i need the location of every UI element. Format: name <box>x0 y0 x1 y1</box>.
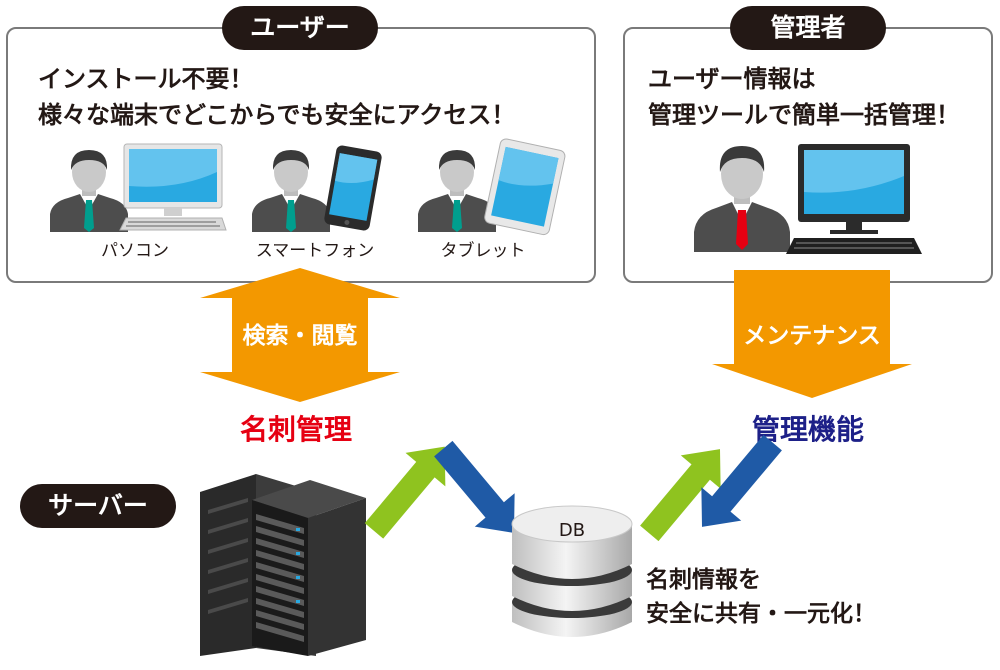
server-badge: サーバー <box>20 484 176 528</box>
admin-pc-icon <box>786 144 922 254</box>
database-icon <box>511 505 633 637</box>
device-label-pc: パソコン <box>101 241 169 261</box>
user-person-icon <box>418 150 496 232</box>
meishi-to-db-arrows <box>364 440 515 539</box>
server-rack-icon <box>200 474 366 656</box>
user-person-icon <box>50 150 128 232</box>
user-headline-1: インストール不要！ <box>38 65 254 93</box>
tablet-icon <box>484 138 566 236</box>
user-headline-2: 様々な端末でどこからでも安全にアクセス！ <box>38 101 516 129</box>
smartphone-icon <box>324 145 382 231</box>
desktop-pc-icon <box>119 143 227 231</box>
search-browse-label: 検索・閲覧 <box>242 323 358 349</box>
admin-person-icon <box>694 146 790 252</box>
device-label-tablet: タブレット <box>440 241 526 261</box>
admin-headline-2: 管理ツールで簡単一括管理！ <box>648 101 960 129</box>
user-badge: ユーザー <box>222 6 378 50</box>
db-to-management-arrows <box>640 434 782 542</box>
share-note-1: 名刺情報を <box>646 567 761 593</box>
admin-headline-1: ユーザー情報は <box>648 65 816 93</box>
admin-badge: 管理者 <box>730 6 886 50</box>
maintenance-label: メンテナンス <box>743 323 881 349</box>
meishi-management-label: 名刺管理 <box>240 413 353 446</box>
maintenance-arrow <box>712 270 912 398</box>
search-browse-arrow <box>200 268 400 402</box>
user-person-icon <box>252 150 330 232</box>
share-note-2: 安全に共有・一元化！ <box>646 601 876 627</box>
device-label-smartphone: スマートフォン <box>255 241 375 261</box>
db-label: DB <box>558 520 586 541</box>
management-function-label: 管理機能 <box>752 413 865 446</box>
